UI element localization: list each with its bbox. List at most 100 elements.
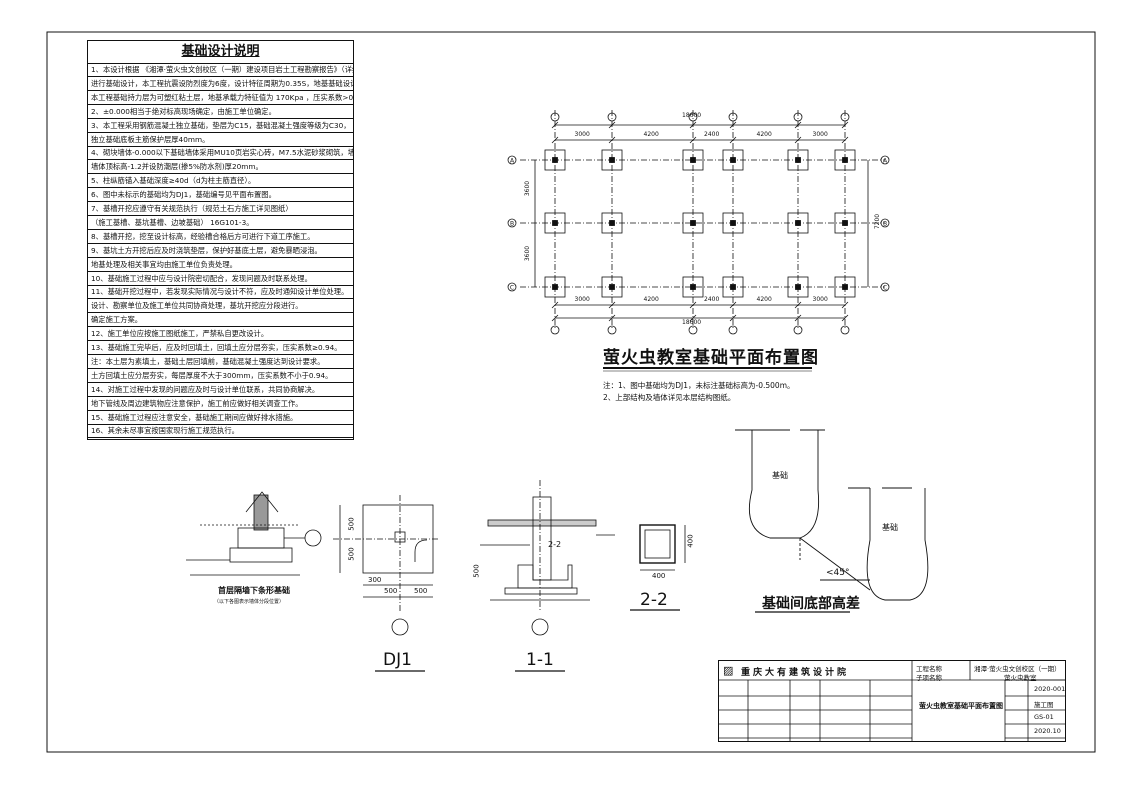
- axis-bubble-row: [880, 155, 890, 165]
- note-line: 9、基坑土方开挖后应及时浇筑垫层，保护好基底土层，避免暴晒浸泡。: [88, 244, 353, 258]
- item-label: 子项名称: [916, 674, 942, 682]
- note-line: 4、砌块墙体-0.000以下基础墙体采用MU10页岩实心砖，M7.5水泥砂浆砌筑…: [88, 146, 353, 161]
- note-line: 土方回填土应分层夯实，每层厚度不大于300mm，压实系数不小于0.94。: [88, 369, 353, 383]
- column: [609, 157, 615, 163]
- axis-bubble-bottom: [728, 325, 738, 335]
- span-dim-label: 3000: [574, 296, 590, 303]
- section-2-2-width: 400: [652, 572, 666, 580]
- axis-bubble-row: [507, 282, 517, 292]
- column: [730, 284, 736, 290]
- design-notes-panel: 基础设计说明 1、本设计根据 《湘潭·萤火虫文创校区（一期）建设项目岩土工程勘察…: [87, 40, 354, 440]
- note-line: 墙体顶标高-1.2并设防潮层(掺5%防水剂)厚20mm。: [88, 160, 353, 175]
- footing-dj1: [544, 149, 566, 171]
- footing-dj1: [787, 149, 809, 171]
- column: [842, 220, 848, 226]
- axis-bubble-bottom: [607, 325, 617, 335]
- note-line: 12、施工单位应按施工图纸施工，严禁私自更改设计。: [88, 327, 353, 342]
- wall-strip-detail: [186, 491, 305, 576]
- column: [690, 284, 696, 290]
- dj1-dim-half-a: 500: [384, 587, 398, 595]
- note-line: 本工程基础持力层为可塑红粘土层，地基承载力特征值为 170Kpa ，压实系数>0…: [88, 91, 353, 105]
- dj1-dim-col: 300: [368, 576, 382, 584]
- footing-dj1: [601, 149, 623, 171]
- column: [609, 220, 615, 226]
- column: [795, 284, 801, 290]
- footing-dj1: [682, 149, 704, 171]
- note-line: 13、基础施工完毕后，应及时回填土，回填土应分层夯实，压实系数≥0.94。: [88, 341, 353, 355]
- column: [690, 157, 696, 163]
- axis-bubble-bottom: [550, 325, 560, 335]
- note-line: 15、基础施工过程应注意安全，基础施工期间应做好排水措施。: [88, 411, 353, 425]
- note-line: （施工基槽、基坑基槽、边坡基础） 16G101-3。: [88, 216, 353, 230]
- axis-bubble-row: [880, 218, 890, 228]
- footing-dj1: [601, 212, 623, 234]
- axis-row-label: B: [510, 221, 514, 228]
- project-label: 工程名称: [916, 665, 942, 673]
- footing-dj1: [601, 276, 623, 298]
- footing-dj1: [544, 276, 566, 298]
- footing-dj1: [787, 276, 809, 298]
- sheet-border: [46, 31, 1096, 753]
- dj1-caption: DJ1: [383, 650, 412, 670]
- note-line: 设计、勘察单位及施工单位共同协商处理，基坑开挖应分段进行。: [88, 299, 353, 314]
- axis-bubble-top: [607, 112, 617, 122]
- span-dim-label: 4200: [643, 296, 659, 303]
- column: [552, 220, 558, 226]
- footing-dj1: [722, 149, 744, 171]
- note-line: 地下管线及周边建筑物应注意保护，施工前应做好相关调查工作。: [88, 397, 353, 411]
- plan-note-1: 注：1、图中基础均为DJ1，未标注基础标高为-0.500m。: [603, 381, 795, 390]
- span-dim-label: 4200: [643, 131, 659, 138]
- column: [730, 157, 736, 163]
- dj1-dim-half-b: 500: [414, 587, 428, 595]
- axis-bubble-row: [507, 155, 517, 165]
- dj1-dim-side-b: 500: [347, 547, 356, 561]
- span-dim-label: 4200: [756, 131, 772, 138]
- bottom-total-label: 18600: [682, 319, 702, 326]
- axis-bubble-top: [840, 112, 850, 122]
- footing-dj1: [787, 212, 809, 234]
- foundation-diff-detail: [735, 429, 929, 613]
- stage: 施工图: [1034, 701, 1054, 709]
- footing-dj1: [834, 276, 856, 298]
- left-dim-2: 3600: [524, 245, 532, 262]
- column: [609, 284, 615, 290]
- dj1-axis-bubble-h: [304, 529, 322, 547]
- notes-title: 基础设计说明: [88, 41, 353, 64]
- section-2-2-detail: [630, 524, 686, 611]
- footing-dj1: [834, 149, 856, 171]
- section-axis-bubble: [531, 618, 549, 636]
- item-value: 萤火虫教室: [1004, 674, 1037, 682]
- axis-bubble-bottom: [840, 325, 850, 335]
- note-line: 地基处理及相关事宜均由施工单位负责处理。: [88, 258, 353, 272]
- note-line: 2、±0.000相当于绝对标高现场确定，由施工单位确定。: [88, 105, 353, 119]
- footing-dj1: [722, 276, 744, 298]
- axis-bubble-bottom: [688, 325, 698, 335]
- note-line: 10、基础施工过程中应与设计院密切配合，发现问题及时联系处理。: [88, 272, 353, 286]
- column: [552, 157, 558, 163]
- span-dim-label: 4200: [756, 296, 772, 303]
- axis-row-label: A: [510, 158, 515, 165]
- column: [730, 220, 736, 226]
- axis-row-label: C: [883, 285, 887, 292]
- section-height-dim: 500: [472, 564, 481, 578]
- axis-row-label: A: [883, 158, 888, 165]
- project-value: 湘潭·萤火虫文创校区（一期）: [974, 665, 1061, 673]
- section-cut-label: 2-2: [548, 540, 562, 549]
- note-line: 独立基础底板主筋保护层厚40mm。: [88, 133, 353, 147]
- firm-logo-icon: ▨: [723, 664, 734, 677]
- axis-row-label: B: [883, 221, 887, 228]
- top-total-label: 18600: [682, 112, 702, 119]
- left-dim-1: 3600: [524, 180, 532, 197]
- column: [842, 157, 848, 163]
- span-dim-label: 3000: [812, 131, 828, 138]
- plan-note-2: 2、上部结构及墙体详见本层结构图纸。: [603, 393, 736, 402]
- title-block: ▨ 重庆大有建筑设计院 工程名称 子项名称 湘潭·萤火虫文创校区（一期） 萤火虫…: [718, 660, 1066, 742]
- note-line: 11、基础开挖过程中，若发现实际情况与设计不符，应及时通知设计单位处理。: [88, 285, 353, 300]
- footing-dj1: [544, 212, 566, 234]
- note-line: 16、其余未尽事宜按国家现行施工规范执行。: [88, 424, 353, 439]
- column: [842, 284, 848, 290]
- note-line: 14、对施工过程中发现的问题应及时与设计单位联系，共同协商解决。: [88, 383, 353, 397]
- wall-caption: 首层隔墙下条形基础: [218, 586, 290, 595]
- right-dim: 7200: [874, 213, 882, 230]
